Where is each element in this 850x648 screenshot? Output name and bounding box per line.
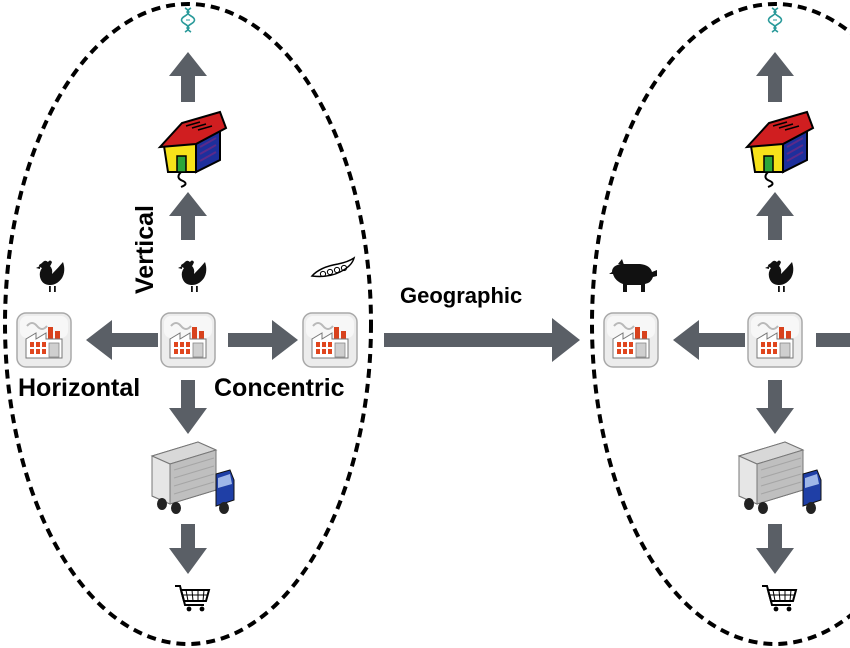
factory-icon-center-right (747, 312, 803, 368)
arrow-up-to-farm (169, 192, 207, 240)
factory-icon-center (160, 312, 216, 368)
farm-house-icon (746, 111, 814, 188)
arrow-down-to-cart (169, 524, 207, 574)
arrow-left-horizontal-right (673, 320, 745, 360)
label-geographic: Geographic (400, 283, 523, 308)
dna-icon (767, 7, 783, 33)
arrow-left-horizontal (86, 320, 158, 360)
chicken-icon (765, 260, 794, 292)
factory-icon-horizontal (16, 312, 72, 368)
left-cluster-outline (3, 2, 373, 646)
arrow-down-to-truck-right (756, 380, 794, 434)
factory-icon-horizontal-right (603, 312, 659, 368)
pig-icon (609, 259, 657, 292)
arrow-down-to-cart-right (756, 524, 794, 574)
truck-icon (738, 441, 822, 515)
farm-house-icon (159, 111, 227, 188)
left-arrows (86, 52, 298, 574)
right-cluster-outline (590, 2, 850, 646)
arrow-down-to-truck (169, 380, 207, 434)
pea-pod-icon (311, 257, 355, 278)
chicken-icon (36, 260, 65, 292)
truck-icon (151, 441, 235, 515)
label-vertical: Vertical (131, 205, 159, 294)
arrow-up-to-farm-right (756, 192, 794, 240)
label-horizontal: Horizontal (18, 374, 141, 402)
shopping-cart-icon (761, 585, 797, 613)
arrow-up-to-dna-right (756, 52, 794, 102)
label-concentric: Concentric (214, 374, 345, 402)
arrow-geographic (384, 318, 580, 362)
arrow-up-to-dna (169, 52, 207, 102)
chicken-icon (178, 260, 207, 292)
arrow-right-partial (816, 333, 850, 347)
arrow-right-concentric (228, 320, 298, 360)
right-arrows (673, 52, 850, 574)
shopping-cart-icon (174, 585, 210, 613)
factory-icon-concentric (302, 312, 358, 368)
dna-icon (180, 7, 196, 33)
